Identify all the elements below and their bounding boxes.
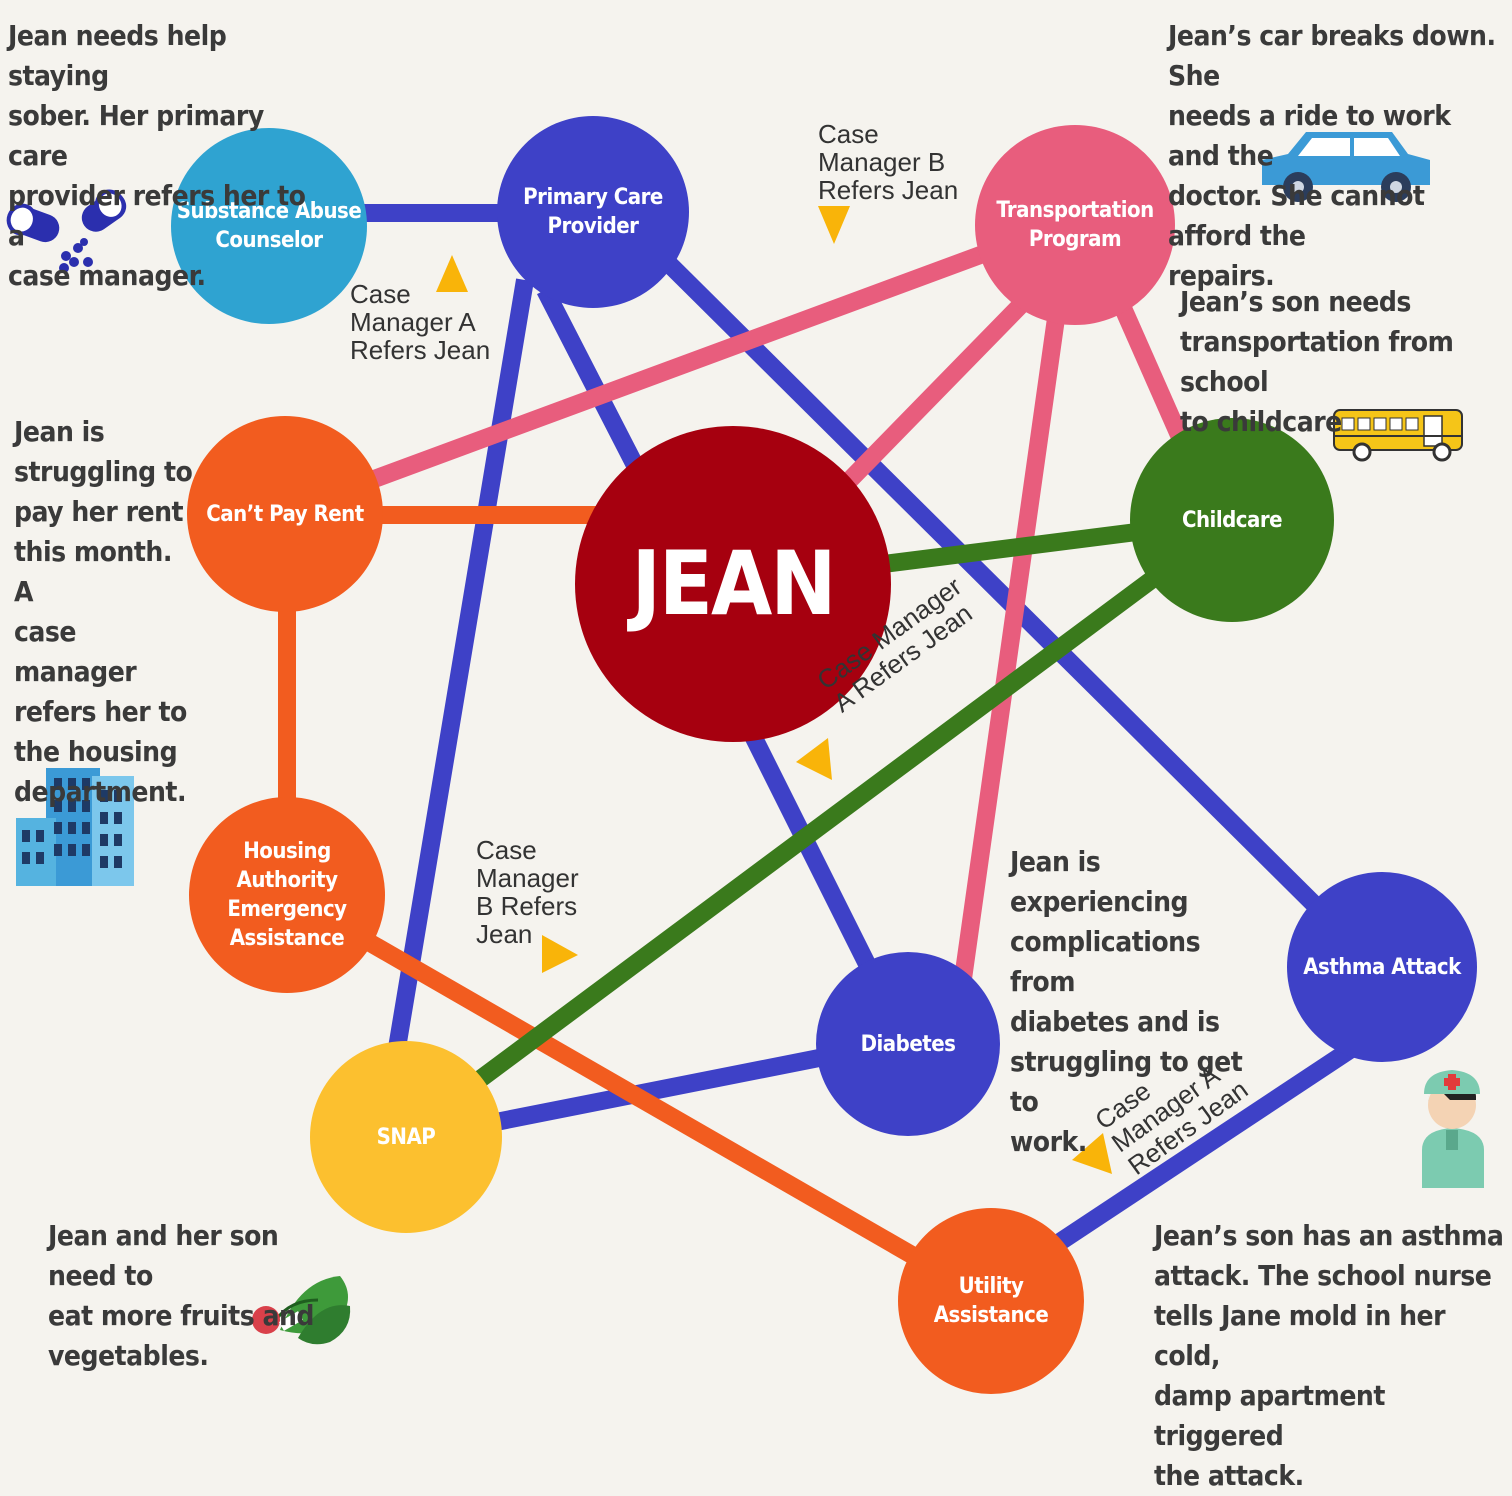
note-diabetes: Jean is experiencing complications from … [1010, 845, 1243, 1158]
referral-label-a-top: Case Manager A Refers Jean [350, 279, 491, 365]
edge-transport-childcare [1106, 286, 1199, 464]
referral-arrow-down [818, 206, 850, 244]
referral-label-b-top: Case Manager B Refers Jean [818, 119, 959, 205]
referral-arrow-downleft [796, 738, 832, 780]
node-label-primary-care: Primary Care Provider [523, 185, 663, 239]
node-transportation-program [975, 125, 1175, 325]
note-asthma: Jean’s son has an asthma attack. The sch… [1154, 1219, 1504, 1492]
pills-icon [6, 189, 127, 273]
note-car: Jean’s car breaks down. She needs a ride… [1168, 19, 1496, 292]
edge-transport-rent [281, 211, 1079, 521]
node-snap [310, 1041, 502, 1233]
node-label-substance-abuse: Substance Abuse Counselor [176, 199, 362, 253]
node-label-cant-pay-rent: Can’t Pay Rent [206, 501, 364, 527]
edge-primary-snap [386, 278, 534, 1062]
edge-transport-diabetes [951, 288, 1069, 1002]
node-utility-assistance [898, 1208, 1084, 1394]
edge-asthma-utility [1005, 1022, 1385, 1283]
network-diagram [6, 116, 1484, 1394]
node-substance-abuse-counselor [171, 128, 367, 324]
node-childcare [1130, 418, 1334, 622]
node-label-asthma: Asthma Attack [1303, 954, 1461, 980]
edge-primary-jean [536, 285, 649, 480]
node-label-utility: Utility Assistance [933, 1274, 1049, 1328]
referral-arrow-downleft-2 [1072, 1133, 1112, 1174]
edge-childcare-snap [399, 512, 1238, 1143]
note-rent: Jean is struggling to pay her rent this … [14, 415, 193, 808]
referral-arrow-up [436, 255, 468, 292]
edge-housing-utility [282, 887, 995, 1308]
node-jean [575, 426, 891, 742]
node-cant-pay-rent [187, 416, 383, 612]
node-label-jean: JEAN [631, 532, 836, 635]
node-label-snap: SNAP [376, 1124, 436, 1150]
node-housing-authority [189, 797, 385, 993]
node-label-housing: Housing Authority Emergency Assistance [227, 839, 347, 951]
referral-arrow-right [542, 935, 578, 973]
node-asthma-attack [1287, 872, 1477, 1062]
edge-primary-asthma [648, 243, 1337, 927]
node-diabetes [816, 952, 1000, 1136]
node-label-transportation: Transportation Program [996, 198, 1154, 252]
nurse-icon [1422, 1070, 1484, 1188]
node-label-childcare: Childcare [1181, 507, 1283, 533]
node-primary-care-provider [497, 116, 689, 308]
vegetables-icon [252, 1276, 351, 1345]
referral-label-b-mid: Case Manager B Refers Jean [476, 835, 579, 949]
buildings-icon [16, 768, 134, 886]
node-label-diabetes: Diabetes [860, 1031, 956, 1057]
note-son-transport: Jean’s son needs transportation from sch… [1180, 285, 1454, 438]
car-icon [1262, 132, 1430, 202]
note-sober: Jean needs help staying sober. Her prima… [8, 19, 306, 292]
school-bus-icon [1333, 409, 1463, 462]
note-snap: Jean and her son need to eat more fruits… [48, 1219, 314, 1372]
